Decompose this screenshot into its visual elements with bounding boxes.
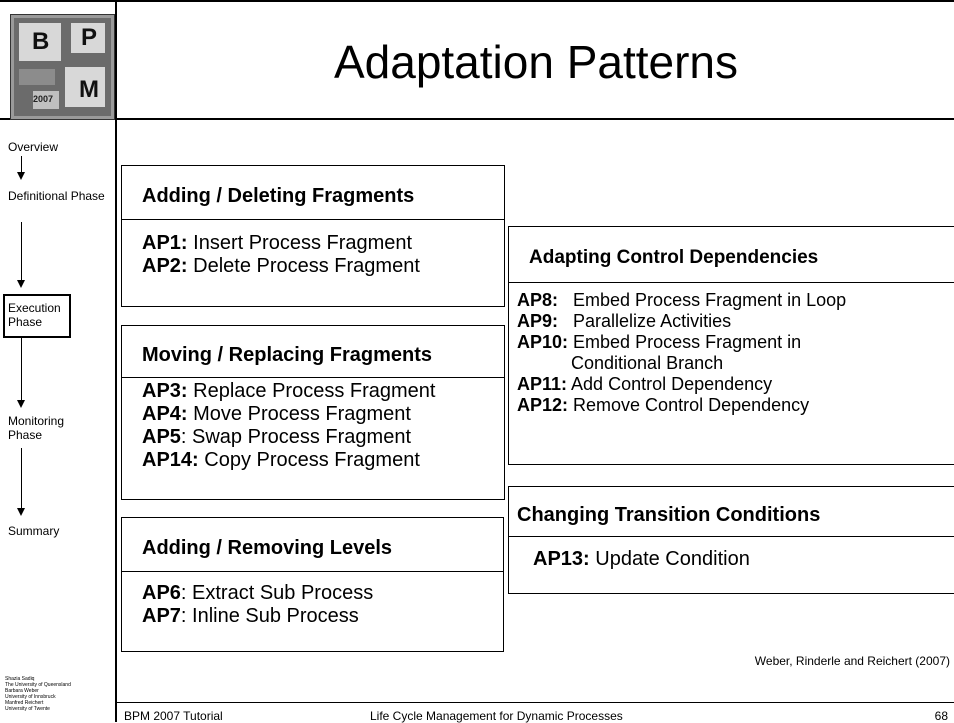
pattern-item: AP13: Update Condition: [533, 548, 750, 570]
nav-connector: [21, 222, 22, 282]
header-divider: [0, 118, 954, 120]
pattern-item: AP3: Replace Process Fragment: [142, 380, 436, 402]
nav-active-indicator: [3, 294, 71, 338]
footer-divider: [116, 702, 954, 703]
author-credits: Shazia Sadiq The University of Queenslan…: [5, 676, 71, 712]
arrow-down-icon: [17, 508, 25, 516]
bpm-logo: B P M 2007: [10, 14, 115, 120]
nav-item-label: Summary: [8, 524, 60, 538]
nav-item-definitional-phase[interactable]: Definitional Phase: [8, 189, 108, 203]
page-number: 68: [934, 709, 948, 723]
pattern-item: AP4: Move Process Fragment: [142, 403, 411, 425]
box-adding-removing-levels: Adding / Removing Levels AP6: Extract Su…: [121, 517, 504, 652]
nav-connector: [21, 336, 22, 402]
box-moving-replacing-fragments: Moving / Replacing Fragments AP3: Replac…: [121, 325, 505, 500]
arrow-down-icon: [17, 400, 25, 408]
pattern-item: AP8: Embed Process Fragment in Loop: [517, 290, 847, 310]
top-border: [0, 0, 954, 2]
nav-item-summary[interactable]: Summary: [8, 524, 59, 538]
pattern-item: AP10: Embed Process Fragment in: [517, 332, 802, 352]
pattern-item-continuation: Conditional Branch: [571, 353, 724, 373]
logo-letter-m: M: [79, 76, 99, 103]
box-header: Changing Transition Conditions: [509, 487, 954, 537]
nav-item-execution-phase[interactable]: Execution Phase: [8, 301, 68, 329]
box-changing-transition-conditions: Changing Transition Conditions AP13: Upd…: [508, 486, 954, 594]
nav-connector: [21, 156, 22, 174]
nav-item-label: Execution Phase: [8, 301, 61, 329]
arrow-down-icon: [17, 280, 25, 288]
pattern-item: AP14: Copy Process Fragment: [142, 449, 420, 471]
box-adding-deleting-fragments: Adding / Deleting Fragments AP1: Insert …: [121, 165, 505, 307]
box-adapting-control-dependencies: Adapting Control Dependencies AP8: Embed…: [508, 226, 954, 465]
nav-item-label: Definitional Phase: [8, 189, 105, 203]
sidebar-divider: [115, 0, 117, 722]
arrow-down-icon: [17, 172, 25, 180]
nav-item-monitoring-phase[interactable]: Monitoring Phase: [8, 414, 88, 442]
pattern-item: AP9: Parallelize Activities: [517, 311, 732, 331]
footer-left: BPM 2007 Tutorial: [124, 709, 223, 723]
footer-center: Life Cycle Management for Dynamic Proces…: [370, 709, 623, 723]
pattern-item: AP12: Remove Control Dependency: [517, 395, 810, 415]
logo-letter-p: P: [81, 24, 98, 51]
pattern-item: AP7: Inline Sub Process: [142, 605, 359, 627]
pattern-item: AP5: Swap Process Fragment: [142, 426, 411, 448]
citation: Weber, Rinderle and Reichert (2007): [754, 654, 950, 668]
box-header: Adapting Control Dependencies: [509, 227, 954, 283]
pattern-item: AP2: Delete Process Fragment: [142, 255, 420, 277]
logo-year: 2007: [33, 94, 54, 104]
box-header: Adding / Removing Levels: [122, 518, 503, 572]
pattern-item: AP11: Add Control Dependency: [517, 374, 773, 394]
nav-connector: [21, 448, 22, 510]
slide-title: Adaptation Patterns: [333, 36, 739, 88]
box-header: Adding / Deleting Fragments: [122, 166, 504, 220]
logo-letter-b: B: [32, 28, 50, 55]
nav-item-overview[interactable]: Overview: [8, 140, 58, 154]
pattern-item: AP1: Insert Process Fragment: [142, 232, 413, 254]
box-header: Moving / Replacing Fragments: [122, 326, 504, 378]
pattern-item: AP6: Extract Sub Process: [142, 582, 374, 604]
nav-item-label: Overview: [8, 140, 59, 154]
nav-item-label: Monitoring Phase: [8, 414, 65, 442]
